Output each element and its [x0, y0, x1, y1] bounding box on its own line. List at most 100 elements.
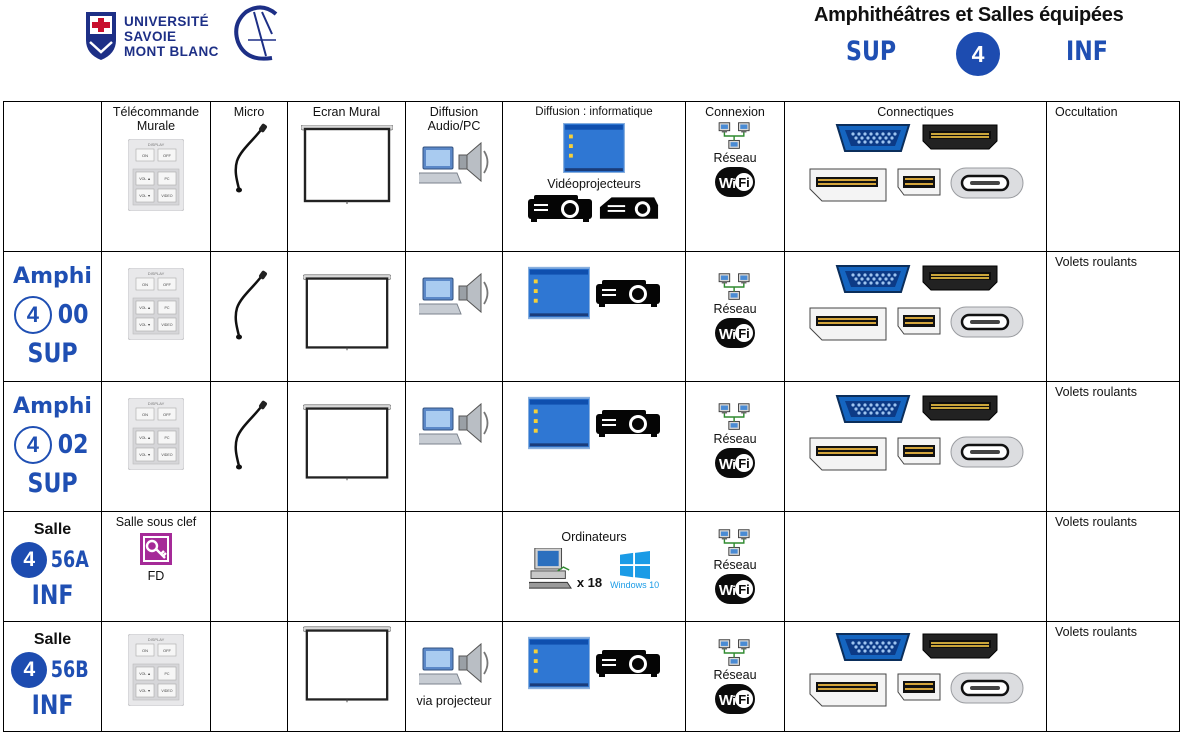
- wifi-icon: [715, 318, 755, 348]
- vga-connector-icon: [833, 394, 913, 426]
- usb-c-connector-icon: [950, 672, 1024, 704]
- vga-connector-icon: [833, 632, 913, 664]
- floor-indicator: SUP 4 INF: [842, 32, 1112, 78]
- usb-c-connector-icon: [950, 436, 1024, 468]
- projection-screen-icon: [303, 404, 391, 482]
- computer-icon: [529, 548, 575, 590]
- microphone-icon: [229, 270, 269, 340]
- displayport-connector-icon: [808, 167, 888, 203]
- microphone-icon: [229, 123, 269, 193]
- laptop-speaker-icon: [419, 137, 489, 189]
- room-row-amphi-402: Amphi 4 02 SUP Réseau: [3, 381, 1180, 512]
- university-name: UNIVERSITÉ SAVOIE MONT BLANC: [124, 13, 219, 59]
- vga-connector-icon: [833, 264, 913, 296]
- page-header: UNIVERSITÉ SAVOIE MONT BLANC Amphithéâtr…: [0, 0, 1186, 100]
- hdmi-connector-icon: [921, 632, 999, 660]
- reseau-label: Réseau: [713, 151, 757, 165]
- usb-c-connector-icon: [950, 167, 1024, 199]
- col-occultation: Occultation: [1046, 101, 1180, 252]
- col-connectiques: Connectiques: [784, 101, 1047, 252]
- floor-inf-label: INF: [1066, 36, 1108, 67]
- displayport-connector-icon: [808, 436, 888, 472]
- displayport-connector-icon: [808, 306, 888, 342]
- col-connexion: Connexion Réseau: [685, 101, 785, 252]
- room-row-salle-456a: Salle 4 56A INF Salle sous clef FD Ordin…: [3, 511, 1180, 622]
- col-telecommande: Télécommande Murale: [101, 101, 211, 252]
- desktop-screen-icon: [563, 123, 625, 173]
- network-icon: [717, 638, 753, 668]
- room-row-salle-456b: Salle 4 56B INF via projecteur Réseau: [3, 621, 1180, 732]
- reseau-label: Réseau: [713, 432, 757, 446]
- wifi-icon: [715, 574, 755, 604]
- col-diffusion-audio: Diffusion Audio/PC: [405, 101, 503, 252]
- col-ecran: Ecran Mural: [287, 101, 406, 252]
- hdmi-connector-icon: [921, 123, 999, 151]
- room-label-cell: Salle 4 56B INF: [3, 621, 102, 732]
- reseau-label: Réseau: [713, 302, 757, 316]
- occultation-value: Volets roulants: [1055, 255, 1137, 269]
- wall-remote-icon: [128, 398, 184, 470]
- occultation-value: Volets roulants: [1055, 515, 1137, 529]
- reseau-label: Réseau: [713, 558, 757, 572]
- vga-connector-icon: [833, 123, 913, 155]
- hdmi-connector-icon: [921, 394, 999, 422]
- usb-c-connector-icon: [950, 306, 1024, 338]
- mini-displayport-connector-icon: [896, 167, 942, 197]
- microphone-icon: [229, 400, 269, 470]
- projector-alt-icon: [598, 193, 660, 225]
- projector-icon: [596, 648, 660, 678]
- room-label-cell: Amphi 4 02 SUP: [3, 381, 102, 512]
- page-title: Amphithéâtres et Salles équipées: [814, 4, 1124, 26]
- reseau-label: Réseau: [713, 668, 757, 682]
- projector-icon: [528, 193, 592, 223]
- mini-displayport-connector-icon: [896, 436, 942, 466]
- key-holder-label: FD: [147, 569, 165, 583]
- network-icon: [717, 528, 753, 558]
- room-label-cell: Salle 4 56A INF: [3, 511, 102, 622]
- projection-screen-icon: [301, 125, 393, 205]
- laptop-speaker-icon: [419, 398, 489, 450]
- network-icon: [717, 121, 753, 151]
- projector-icon: [596, 278, 660, 308]
- mini-displayport-connector-icon: [896, 306, 942, 336]
- desktop-screen-icon: [528, 636, 590, 690]
- equipment-table: Télécommande Murale Micro Ecran Mural Di…: [3, 101, 1180, 732]
- projector-icon: [596, 408, 660, 438]
- ordinateurs-label: Ordinateurs: [561, 530, 627, 544]
- locked-room-label: Salle sous clef: [115, 515, 197, 529]
- corner-cell: [3, 101, 102, 252]
- floor-number-badge: 4: [956, 32, 1000, 76]
- header-row: Télécommande Murale Micro Ecran Mural Di…: [3, 101, 1180, 252]
- windows-version: Windows 10: [610, 580, 660, 590]
- projection-screen-icon: [303, 626, 391, 704]
- wall-remote-icon: [128, 634, 184, 706]
- laptop-speaker-icon: [419, 268, 489, 320]
- hdmi-connector-icon: [921, 264, 999, 292]
- usmb-logo: UNIVERSITÉ SAVOIE MONT BLANC: [84, 8, 219, 64]
- occultation-value: Volets roulants: [1055, 625, 1137, 639]
- col-diffusion-info: Diffusion : informatique Vidéoprojecteur…: [502, 101, 686, 252]
- ca-monogram-logo: [234, 5, 278, 61]
- windows-logo-icon: [618, 550, 652, 580]
- laptop-speaker-icon: [419, 638, 489, 690]
- col-micro: Micro: [210, 101, 288, 252]
- wifi-icon: [715, 167, 755, 197]
- room-row-amphi-400: Amphi 4 00 SUP Réseau: [3, 251, 1180, 382]
- network-icon: [717, 272, 753, 302]
- room-label-cell: Amphi 4 00 SUP: [3, 251, 102, 382]
- key-icon: [140, 533, 172, 565]
- mini-displayport-connector-icon: [896, 672, 942, 702]
- floor-sup-label: SUP: [846, 36, 897, 67]
- desktop-screen-icon: [528, 396, 590, 450]
- wall-remote-icon: [128, 268, 184, 340]
- desktop-screen-icon: [528, 266, 590, 320]
- wall-remote-icon: [128, 139, 184, 211]
- occultation-value: Volets roulants: [1055, 385, 1137, 399]
- usmb-shield-icon: [86, 12, 116, 60]
- network-icon: [717, 402, 753, 432]
- computer-count: x 18: [576, 575, 603, 590]
- audio-note: via projecteur: [416, 694, 492, 708]
- displayport-connector-icon: [808, 672, 888, 708]
- videoprojecteurs-label: Vidéoprojecteurs: [547, 177, 641, 191]
- wifi-icon: [715, 448, 755, 478]
